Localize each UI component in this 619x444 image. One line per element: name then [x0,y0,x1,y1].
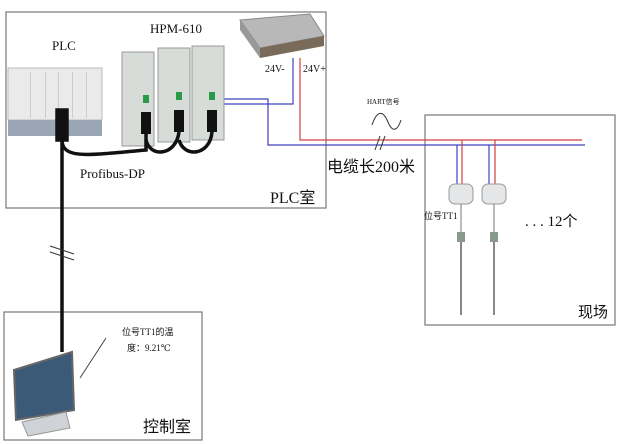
cable-length-label: 电缆长200米 [327,158,415,176]
bus-label: Profibus-DP [80,166,145,181]
plc-device [7,67,103,136]
negative-wire-psu [213,58,294,105]
field-box [424,114,616,326]
control-room-label: 控制室 [143,418,191,436]
hart-signal-label: HART信号 [367,97,400,106]
plc-room-label: PLC室 [270,189,315,207]
psu-negative-label: 24V- [265,64,285,75]
callout-line-1: 位号TT1的温 [122,326,174,337]
psu-positive-label: 24V+ [303,64,326,75]
plc-room-box [5,11,327,209]
hpm-610-modules [121,45,225,147]
bus-break-icon [49,245,75,261]
cable-break-icon [374,135,386,151]
hart-wave-icon [371,112,402,130]
negative-wire-loop [213,98,585,146]
callout-line [79,337,107,379]
profibus-cable [55,108,214,352]
monitor-workstation [12,350,76,437]
tag-label: 位号TT1 [424,210,458,221]
power-supply [239,13,325,58]
control-room-box [3,311,203,441]
temperature-transmitters [448,183,507,315]
power-wires [213,58,585,188]
count-label: . . . 12个 [525,213,578,230]
callout-line-2: 度：9.21℃ [127,342,171,353]
gateway-label: HPM-610 [150,21,202,36]
positive-wire [299,58,582,141]
field-label: 现场 [578,304,608,321]
plc-label: PLC [52,38,76,53]
